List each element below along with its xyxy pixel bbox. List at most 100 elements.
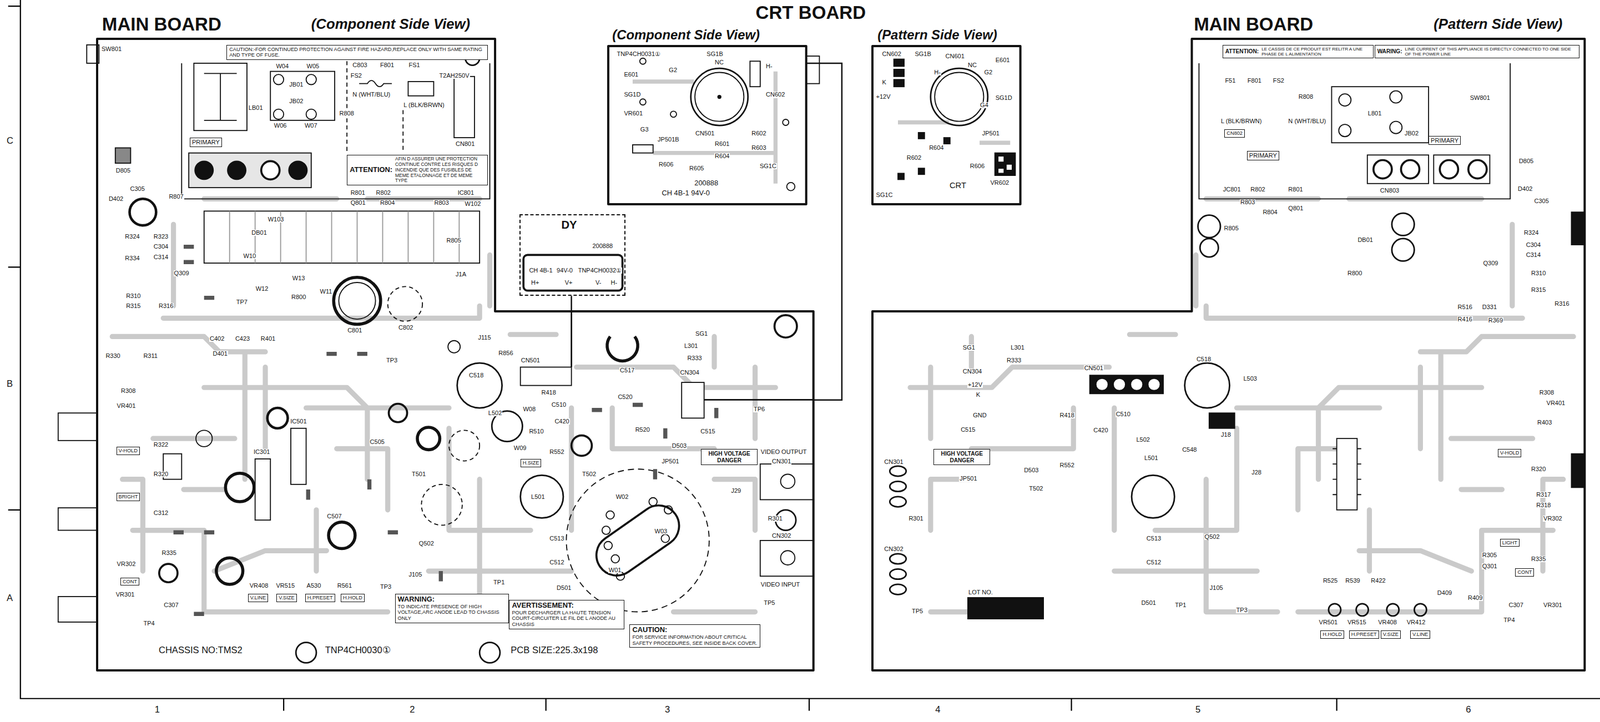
part-label: R800 (290, 294, 307, 301)
part-label: SG1B (705, 51, 724, 58)
part-label: TP3 (379, 583, 392, 590)
part-label: TP1 (1174, 602, 1187, 609)
box-text: H.HOLD (342, 594, 363, 602)
connector-wire (570, 295, 573, 312)
box-text: V.SIZE (1383, 631, 1399, 638)
part-label: VR601 (623, 110, 644, 117)
part-label: TP7 (235, 299, 249, 306)
pattern-side-parts-shape (1130, 378, 1143, 391)
pattern-side-parts-shape (1089, 375, 1164, 394)
part-label: JP501 (981, 130, 1001, 137)
warning-heading: WARNING: (397, 595, 507, 604)
part-label: PCB SIZE:225.3x198 (510, 645, 599, 656)
box-text: POUR DECHARGER LA HAUTE TENSION COURT-CI… (511, 609, 622, 628)
part-label: V+ (564, 279, 574, 286)
part-label: D401 (212, 350, 228, 357)
part-label: R409 (1467, 594, 1483, 602)
box-text: H.SIZE (522, 460, 540, 467)
part-label: C305 (129, 185, 146, 193)
component-side-parts-shape (648, 497, 658, 507)
part-label: R604 (714, 153, 730, 160)
part-label: K (881, 79, 887, 86)
part-label: R418 (1059, 412, 1075, 419)
part-label: CN501 (694, 130, 715, 137)
part-label: R403 (1536, 419, 1553, 426)
part-label: R422 (1370, 577, 1386, 584)
box-text: V-HOLD (1500, 450, 1519, 457)
pattern-side-parts-shape (1468, 159, 1487, 179)
part-label: W07 (304, 122, 319, 129)
control-tag: H.HOLD (340, 593, 365, 603)
part-label: R301 (907, 515, 924, 522)
pattern-side-parts-shape (889, 496, 906, 507)
pattern-side-parts-shape (1400, 159, 1420, 179)
part-label: L801 (1367, 110, 1383, 117)
part-label: 200888 (591, 243, 614, 250)
box-text: LIGHT (1502, 539, 1518, 547)
part-label: CN602 (881, 51, 902, 58)
box-text: V.SIZE (278, 594, 295, 602)
part-label: +12V (967, 381, 983, 388)
pattern-side-parts-shape (1373, 159, 1392, 179)
component-side-parts-shape (447, 340, 461, 353)
part-label: T502 (1028, 485, 1044, 492)
part-label: J18 (1220, 431, 1232, 438)
crt-board-parts-shape (894, 69, 905, 77)
part-label: JB01 (288, 81, 304, 88)
part-label: C513 (548, 535, 565, 542)
danger-box: HIGH VOLTAGE DANGER (933, 448, 991, 466)
part-label: R808 (338, 110, 355, 117)
crt-board-parts-shape (690, 68, 749, 126)
part-label: R316 (1553, 300, 1570, 307)
grid-reference: C (6, 136, 14, 146)
component-side-parts-shape (571, 310, 814, 400)
part-label: CN302 (883, 546, 904, 553)
part-label: R308 (120, 387, 136, 395)
part-label: R335 (161, 549, 178, 557)
part-label: R601 (714, 140, 730, 148)
component-side-parts-shape (571, 435, 593, 457)
part-label: D501 (1141, 599, 1157, 607)
component-side-parts-shape (195, 430, 213, 447)
part-label: CN803 (1379, 187, 1400, 194)
component-side-parts-shape (588, 497, 688, 584)
part-label: +12V (875, 93, 892, 100)
control-tag: V.SIZE (1380, 630, 1401, 639)
part-label: FS1 (407, 62, 421, 69)
part-label: Q801 (350, 199, 367, 206)
component-side-parts-shape (216, 557, 244, 585)
part-label: CN501 (520, 357, 541, 364)
part-label: D501 (556, 584, 572, 592)
part-label: C307 (1508, 602, 1524, 609)
part-label: C801 (346, 327, 363, 334)
crt-board-parts-shape (749, 61, 760, 87)
component-side-parts-shape (267, 407, 289, 429)
grid-reference: 2 (409, 705, 416, 715)
board-edge (608, 46, 807, 205)
box-text: BRIGHT (118, 493, 139, 501)
part-label: R802 (375, 189, 392, 196)
part-label: GND (972, 412, 987, 419)
part-label: VR515 (1346, 619, 1367, 626)
part-label: LB01 (248, 104, 264, 111)
connector-wire (806, 63, 842, 401)
part-label: R805 (445, 237, 462, 244)
part-label: L (BLK/BRWN) (1220, 118, 1263, 125)
pattern-side-parts-shape (1147, 378, 1160, 391)
part-label: W05 (306, 63, 321, 70)
component-side-parts-shape (204, 210, 480, 264)
part-label: VR408 (249, 582, 270, 589)
part-label: R606 (658, 161, 674, 168)
part-label: R525 (1322, 577, 1339, 584)
grid-reference: B (6, 379, 14, 390)
part-label: T501 (411, 471, 427, 478)
grid-reference: 1 (154, 705, 161, 715)
component-side-parts-shape (780, 473, 796, 489)
grid-reference: 3 (664, 705, 671, 715)
part-label: IC801 (457, 189, 475, 196)
part-label: W103 (267, 216, 285, 223)
part-label: J29 (730, 487, 742, 494)
control-tag: V-HOLD (1497, 448, 1522, 458)
grid-reference: 5 (1194, 705, 1201, 715)
